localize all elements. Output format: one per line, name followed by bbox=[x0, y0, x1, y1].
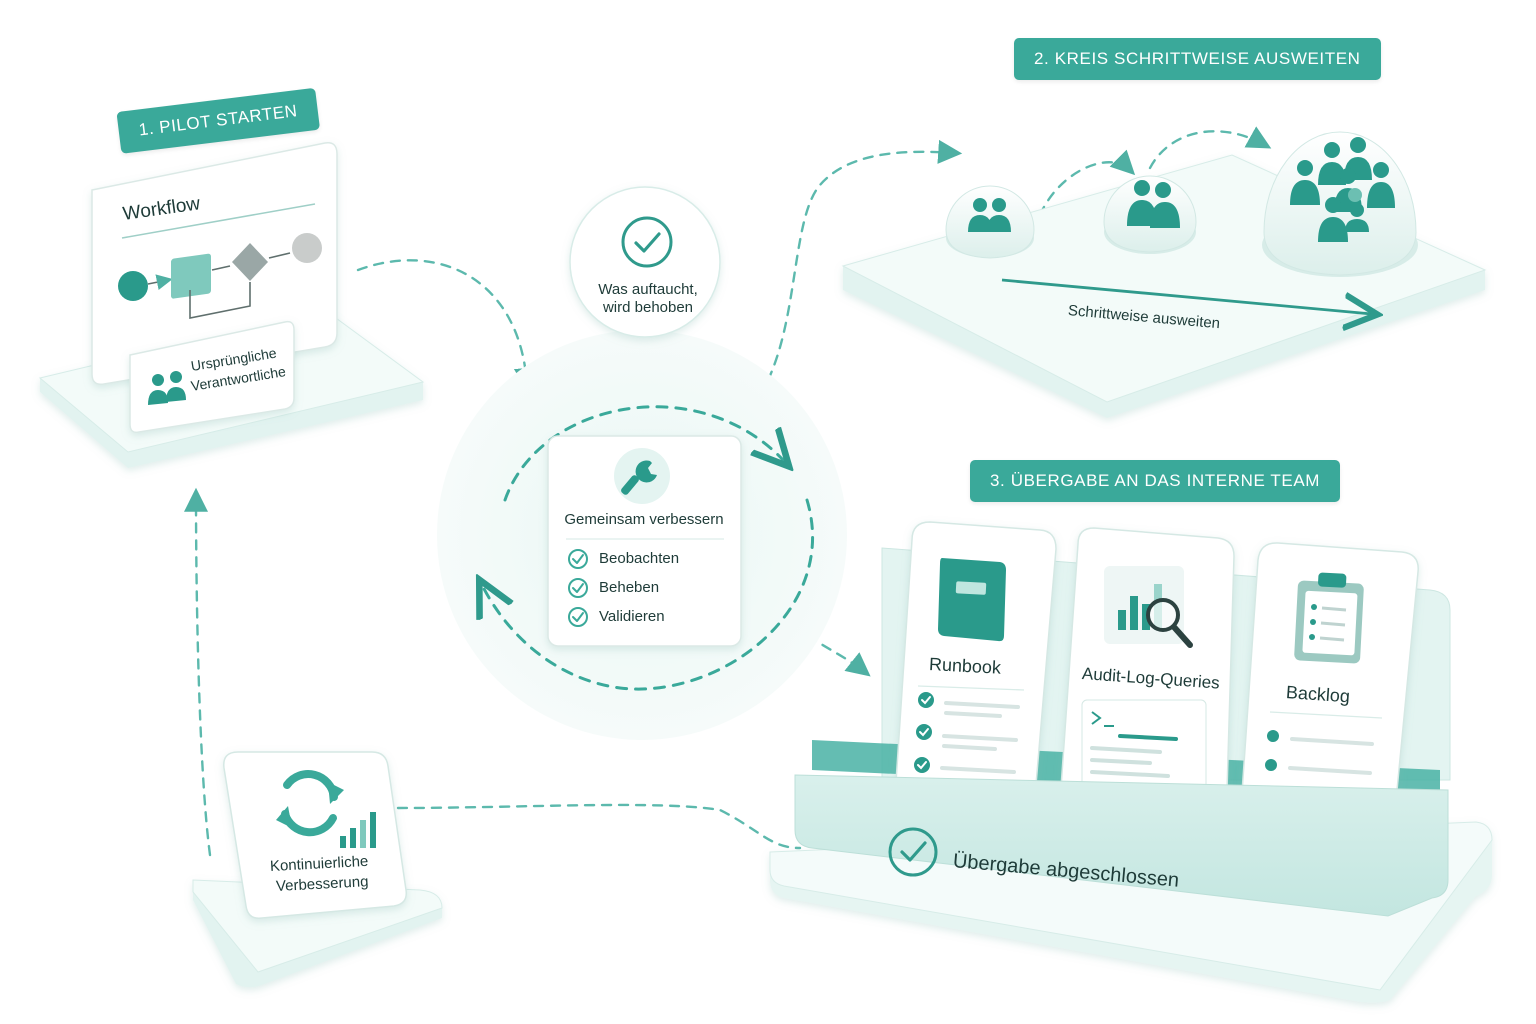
wrench-icon bbox=[621, 460, 657, 495]
group-small-icon bbox=[968, 198, 1011, 232]
card-runbook-title: Runbook bbox=[928, 654, 1002, 678]
card-backlog bbox=[1239, 542, 1419, 855]
workflow-start-node bbox=[118, 271, 148, 301]
improve-card-title: Gemeinsam verbessern bbox=[564, 511, 724, 528]
step3-badge: 3. ÜBERGABE AN DAS INTERNE TEAM bbox=[970, 460, 1341, 502]
checklist-item-fix: Beheben bbox=[599, 579, 660, 596]
group-large-icon bbox=[1290, 137, 1395, 242]
workflow-end-node bbox=[292, 233, 322, 263]
book-icon bbox=[938, 558, 1006, 642]
workflow-decision-node bbox=[232, 243, 268, 281]
tray-front bbox=[794, 774, 1449, 917]
fix-bubble-line1: Was auftaucht, bbox=[598, 281, 698, 298]
improve-loop bbox=[482, 405, 814, 691]
bars-icon bbox=[340, 812, 376, 848]
card-runbook bbox=[895, 521, 1057, 821]
continuous-section bbox=[192, 751, 443, 988]
checklist-item-validate: Validieren bbox=[599, 608, 665, 625]
expand-section bbox=[841, 131, 1487, 418]
workflow-process-node bbox=[171, 253, 211, 299]
checklist-icons bbox=[568, 549, 588, 627]
fix-check-icon bbox=[621, 216, 673, 268]
improve-card bbox=[547, 435, 742, 647]
connector-improve-to-expand bbox=[758, 139, 963, 397]
expand-arrow-1 bbox=[1038, 149, 1136, 217]
fix-bubble bbox=[569, 186, 721, 338]
connector-continuous-to-handover bbox=[396, 803, 802, 850]
handover-section bbox=[769, 521, 1493, 1003]
checklist-item-observe: Beobachten bbox=[599, 550, 680, 567]
connector-continuous-to-pilot bbox=[184, 487, 212, 857]
pilot-section bbox=[38, 141, 425, 468]
improve-section bbox=[437, 186, 847, 740]
card-backlog-title: Backlog bbox=[1285, 682, 1351, 707]
expand-arrow-line bbox=[1001, 278, 1372, 314]
clipboard-icon bbox=[1294, 572, 1364, 664]
step2-badge: 2. KREIS SCHRITTWEISE AUSWEITEN bbox=[1014, 38, 1381, 80]
owners-card bbox=[129, 320, 295, 434]
group-medium-icon bbox=[1127, 180, 1180, 228]
done-check-icon bbox=[888, 827, 938, 877]
owners-icon bbox=[148, 371, 186, 405]
connector-pilot-to-improve bbox=[356, 259, 538, 393]
fix-bubble-line2: wird behoben bbox=[602, 299, 694, 316]
